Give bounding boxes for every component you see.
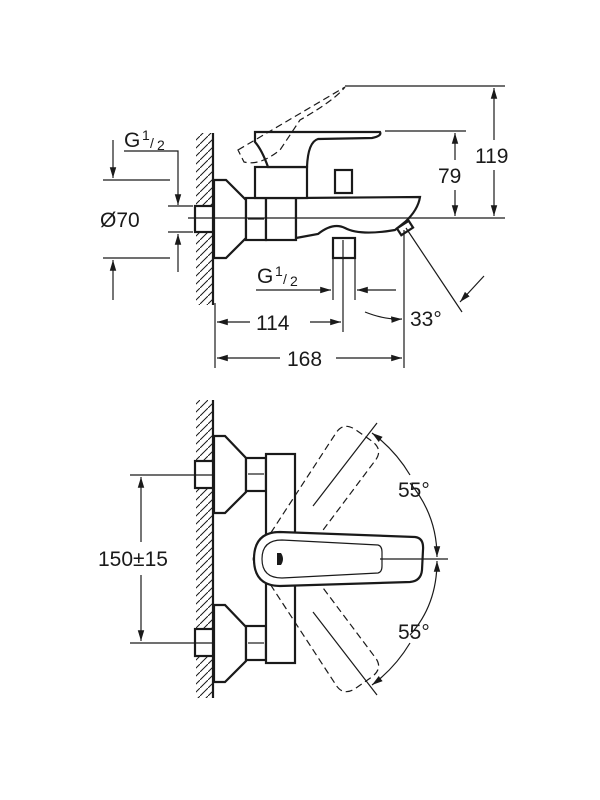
aerator [395,219,415,237]
body-block [264,196,298,242]
thread-bottom-num: 1 [275,263,283,279]
spout-length-label: 168 [287,348,322,371]
spout-angle-label: 33° [410,308,442,331]
indicator-mark [277,553,283,565]
height-handle-label: 79 [438,165,461,188]
angle-up-label: 55° [398,479,430,502]
thread-bottom-g: G [257,265,273,288]
top-view: 55° 55° 150±15 [98,400,448,698]
escutcheon-lower [212,603,248,684]
side-view: 79 119 G 1 / 2 Ø70 G 1 / 2 114 [100,85,524,371]
fraction-slash: / [150,135,154,151]
lever-handle [252,530,425,588]
thread-top-den: 2 [157,137,165,153]
inlet-nipple [193,204,215,234]
escutcheon [212,178,248,260]
outlet-distance-label: 114 [256,312,290,335]
lever-handle-raised [237,86,346,164]
lever-handle [253,130,382,169]
fraction-slash: / [283,271,287,287]
lever-rotated-down [252,535,380,693]
height-total-label: 119 [475,145,508,168]
diverter-button [333,168,354,195]
escutcheon-upper [212,434,248,515]
diameter-label: Ø70 [100,209,140,232]
centers-distance-label: 150±15 [98,548,168,571]
thread-top-num: 1 [142,127,150,143]
cartridge-housing [253,165,309,200]
outlet-connector [331,236,357,260]
lever-rotated-up [252,425,380,583]
angle-down-label: 55° [398,621,430,644]
thread-top-g: G [124,129,140,152]
thread-bottom-den: 2 [290,273,298,289]
